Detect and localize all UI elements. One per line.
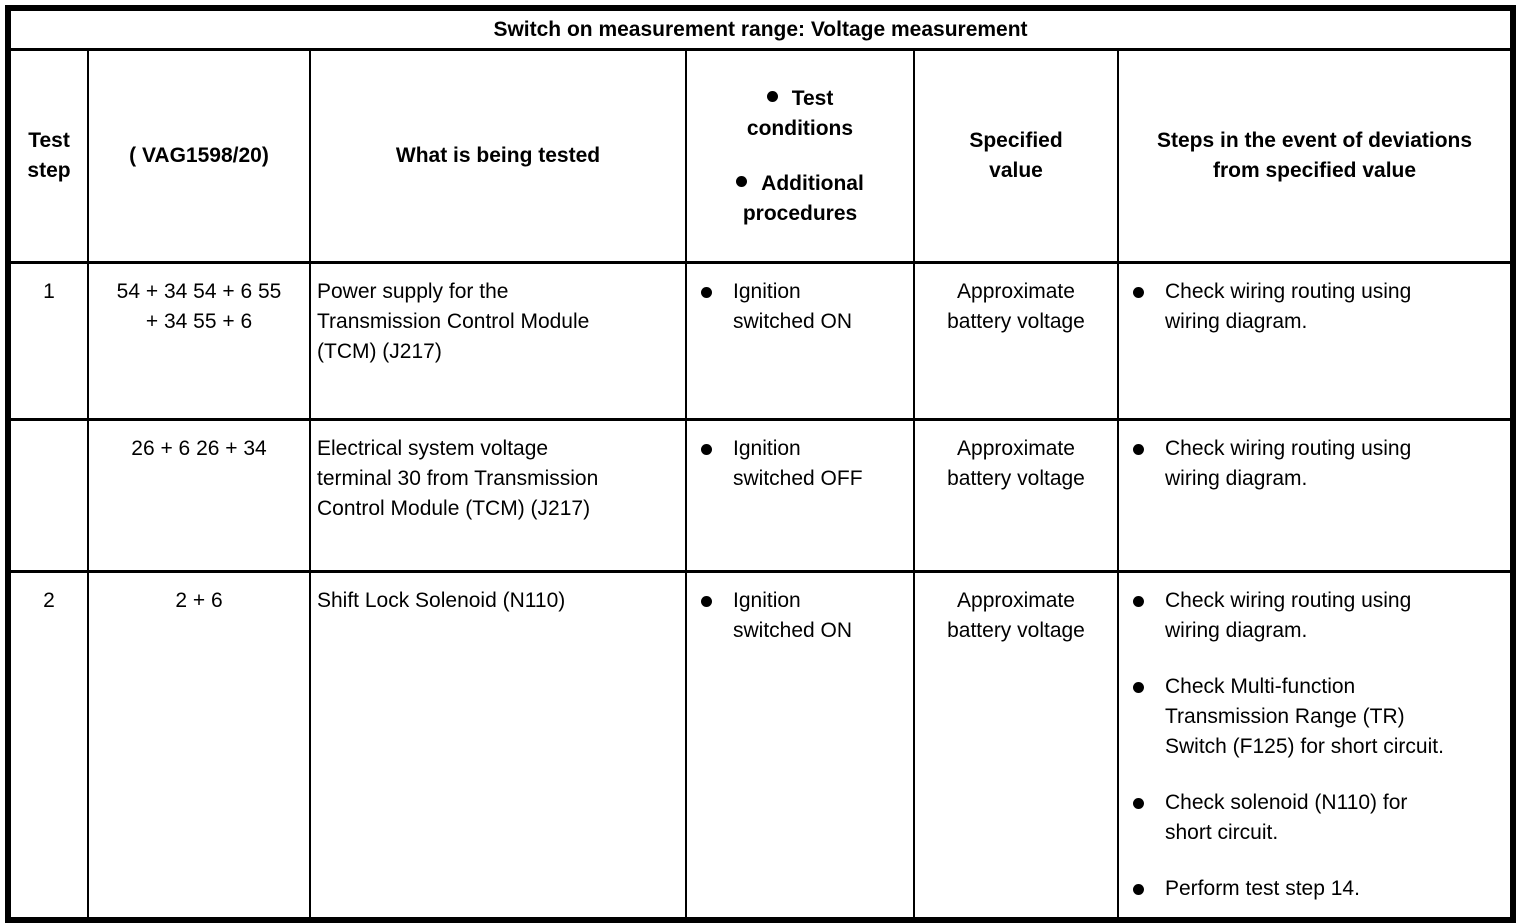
list-item: Perform test step 14.: [1120, 874, 1506, 904]
bullet-icon: [1133, 444, 1144, 455]
header-bullet-item: Test conditions: [688, 84, 912, 144]
list-item: Check solenoid (N110) for short circuit.: [1120, 788, 1506, 848]
header-bullet-label: Test conditions: [746, 86, 854, 140]
list-item: Check wiring routing using wiring diagra…: [1120, 277, 1506, 337]
list-item: Check wiring routing using wiring diagra…: [1120, 586, 1506, 646]
condition-text: Ignition switched OFF: [733, 437, 863, 490]
deviation-step-text: Perform test step 14.: [1165, 877, 1360, 900]
cell-what-tested: Electrical system voltage terminal 30 fr…: [309, 418, 687, 573]
deviation-steps-list: Check wiring routing using wiring diagra…: [1120, 434, 1506, 494]
conditions-list: Ignition switched ON: [688, 277, 909, 337]
table-row: 2 2 + 6 Shift Lock Solenoid (N110) Ignit…: [7, 570, 1515, 922]
manual-page: Switch on measurement range: Voltage mea…: [5, 5, 1517, 923]
condition-text: Ignition switched ON: [733, 589, 853, 642]
deviation-step-text: Check Multi-function Transmission Range …: [1165, 675, 1444, 758]
cell-conditions: Ignition switched OFF: [685, 418, 915, 573]
deviation-step-text: Check wiring routing using wiring diagra…: [1165, 437, 1412, 490]
table-title-row: Switch on measurement range: Voltage mea…: [6, 6, 1515, 51]
header-bullet-label: Additional procedures: [742, 171, 864, 225]
cell-deviation-steps: Check wiring routing using wiring diagra…: [1116, 261, 1515, 421]
cell-deviation-steps: Check wiring routing using wiring diagra…: [1116, 418, 1515, 573]
bullet-icon: [701, 596, 712, 607]
condition-text: Ignition switched ON: [733, 280, 853, 333]
cell-test-step: 2: [7, 570, 89, 922]
cell-test-step: 1: [7, 261, 89, 421]
cell-specified-value: Approximate battery voltage: [913, 418, 1119, 573]
cell-conditions: Ignition switched ON: [685, 570, 915, 922]
deviation-steps-list: Check wiring routing using wiring diagra…: [1120, 586, 1506, 904]
conditions-list: Ignition switched OFF: [688, 434, 909, 494]
list-item: Check wiring routing using wiring diagra…: [1120, 434, 1506, 494]
voltage-measurement-table: Switch on measurement range: Voltage mea…: [5, 5, 1517, 923]
header-deviation-steps-label: Steps in the event of deviations from sp…: [1156, 129, 1473, 182]
table-title: Switch on measurement range: Voltage mea…: [6, 6, 1515, 51]
header-conditions: Test conditions Additional procedures: [685, 48, 915, 264]
header-what-tested-label: What is being tested: [395, 144, 601, 167]
cell-meter-sockets: 2 + 6: [87, 570, 311, 922]
header-what-tested: What is being tested: [309, 48, 687, 264]
header-specified-value: Specified value: [913, 48, 1119, 264]
cell-conditions: Ignition switched ON: [685, 261, 915, 421]
cell-deviation-steps: Check wiring routing using wiring diagra…: [1116, 570, 1515, 922]
cell-test-step: [7, 418, 89, 573]
bullet-icon: [1133, 287, 1144, 298]
bullet-icon: [1133, 596, 1144, 607]
bullet-icon: [1133, 682, 1144, 693]
list-item: Check Multi-function Transmission Range …: [1120, 672, 1506, 762]
header-meter-sockets: ( VAG1598/20): [87, 48, 311, 264]
deviation-step-text: Check wiring routing using wiring diagra…: [1165, 280, 1412, 333]
deviation-steps-list: Check wiring routing using wiring diagra…: [1120, 277, 1506, 337]
bullet-icon: [766, 91, 778, 103]
deviation-step-text: Check wiring routing using wiring diagra…: [1165, 589, 1412, 642]
cell-specified-value: Approximate battery voltage: [913, 570, 1119, 922]
bullet-icon: [701, 444, 712, 455]
cell-specified-value: Approximate battery voltage: [913, 261, 1119, 421]
list-item: Ignition switched OFF: [688, 434, 909, 494]
cell-meter-sockets: 54 + 34 54 + 6 55 + 34 55 + 6: [87, 261, 311, 421]
bullet-icon: [1133, 798, 1144, 809]
list-item: Ignition switched ON: [688, 586, 909, 646]
cell-what-tested: Shift Lock Solenoid (N110): [309, 570, 687, 922]
header-conditions-list: Test conditions Additional procedures: [688, 84, 912, 229]
bullet-icon: [701, 287, 712, 298]
deviation-step-text: Check solenoid (N110) for short circuit.: [1165, 791, 1408, 844]
header-test-step: Test step: [7, 48, 89, 264]
bullet-icon: [1133, 884, 1144, 895]
conditions-list: Ignition switched ON: [688, 586, 909, 646]
cell-what-tested: Power supply for the Transmission Contro…: [309, 261, 687, 421]
table-row: 1 54 + 34 54 + 6 55 + 34 55 + 6 Power su…: [7, 261, 1515, 421]
header-deviation-steps: Steps in the event of deviations from sp…: [1116, 48, 1515, 264]
bullet-icon: [736, 176, 748, 188]
header-test-step-label: Test step: [27, 129, 71, 182]
header-meter-sockets-label: ( VAG1598/20): [129, 144, 269, 167]
list-item: Ignition switched ON: [688, 277, 909, 337]
table-row: 26 + 6 26 + 34 Electrical system voltage…: [7, 418, 1515, 573]
cell-meter-sockets: 26 + 6 26 + 34: [87, 418, 311, 573]
header-bullet-item: Additional procedures: [688, 169, 912, 229]
header-specified-value-label: Specified value: [969, 129, 1063, 182]
table-header-row: Test step ( VAG1598/20) What is being te…: [7, 48, 1515, 264]
